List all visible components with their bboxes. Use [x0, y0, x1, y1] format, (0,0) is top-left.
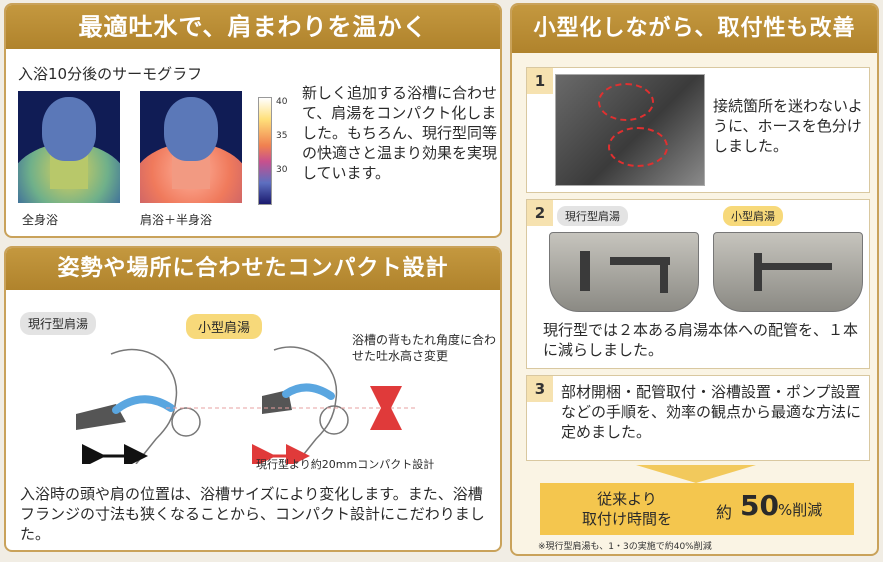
result-number: 50: [740, 489, 779, 522]
panel-compact-design: 姿勢や場所に合わせたコンパクト設計 現行型肩湯 小型肩湯 浴槽の背もたれ角度に合…: [4, 246, 502, 552]
caption-full-bath: 全身浴: [22, 213, 59, 227]
tag-small-model: 小型肩湯: [186, 314, 263, 339]
step-3-text: 部材開梱・配管取付・浴槽設置・ポンプ設置などの手順を、効率の観点から最適な方法に…: [561, 383, 862, 441]
temperature-scale: [258, 97, 272, 205]
diagram-note: 浴槽の背もたれ角度に合わせた吐水高さ変更: [352, 333, 497, 363]
thermograph-label: 入浴10分後のサーモグラフ: [18, 65, 203, 83]
panel-thermo-title: 最適吐水で、肩まわりを温かく: [6, 5, 500, 49]
tub-small-photo: [713, 232, 863, 312]
result-line-2: 取付け時間を: [581, 510, 672, 528]
result-prefix: 約: [716, 503, 733, 522]
step-3: 3 部材開梱・配管取付・浴槽設置・ポンプ設置などの手順を、効率の観点から最適な方…: [526, 375, 870, 461]
hose-color-photo: [555, 74, 705, 186]
step-1-text: 接続箇所を迷わないように、ホースを色分けしました。: [713, 97, 863, 155]
step-1: 1 接続箇所を迷わないように、ホースを色分けしました。: [526, 67, 870, 193]
scale-tick-35: 35: [276, 131, 288, 141]
step-2-number: 2: [527, 200, 553, 226]
result-box: 従来より 取付け時間を 約 50 %削減: [540, 483, 854, 535]
panel-thermo-text: 新しく追加する浴槽に合わせて、肩湯をコンパクト化しました。もちろん、現行型同等の…: [302, 84, 498, 182]
step-2: 2 現行型肩湯 小型肩湯 現行型では２本ある肩湯本体への配管を、１本に減らしまし…: [526, 199, 870, 369]
panel-compact-title: 姿勢や場所に合わせたコンパクト設計: [6, 248, 500, 290]
step-2-text: 現行型では２本ある肩湯本体への配管を、１本に減らしました。: [543, 321, 859, 359]
step-1-number: 1: [527, 68, 553, 94]
scale-tick-40: 40: [276, 97, 288, 107]
tub-current-photo: [549, 232, 699, 312]
scale-tick-30: 30: [276, 165, 288, 175]
panel-install-title: 小型化しながら、取付性も改善: [512, 5, 877, 53]
panel-compact-text: 入浴時の頭や肩の位置は、浴槽サイズにより変化します。また、浴槽フランジの寸法も狭…: [20, 485, 485, 543]
result-suffix: %削減: [778, 501, 823, 519]
down-arrow-icon: [636, 465, 756, 483]
step-2-tag-current: 現行型肩湯: [557, 206, 628, 226]
result-label: 従来より 取付け時間を: [552, 489, 702, 529]
thermograph-full-bath-image: [18, 91, 120, 203]
step-2-tag-small: 小型肩湯: [723, 206, 783, 226]
tag-current-model: 現行型肩湯: [20, 312, 97, 335]
caption-shoulder-bath: 肩浴＋半身浴: [140, 213, 213, 227]
thermograph-shoulder-bath-image: [140, 91, 242, 203]
diagram-footnote: 現行型より約20mmコンパクト設計: [256, 458, 435, 471]
footnote: ※現行型肩湯も、1・3の実施で約40%削減: [538, 542, 712, 552]
result-line-1: 従来より: [597, 490, 657, 508]
panel-thermo: 最適吐水で、肩まわりを温かく 入浴10分後のサーモグラフ 全身浴 肩浴＋半身浴 …: [4, 3, 502, 238]
step-3-number: 3: [527, 376, 553, 402]
panel-installability: 小型化しながら、取付性も改善 1 接続箇所を迷わないように、ホースを色分けしまし…: [510, 3, 879, 556]
posture-diagram: [76, 346, 416, 464]
